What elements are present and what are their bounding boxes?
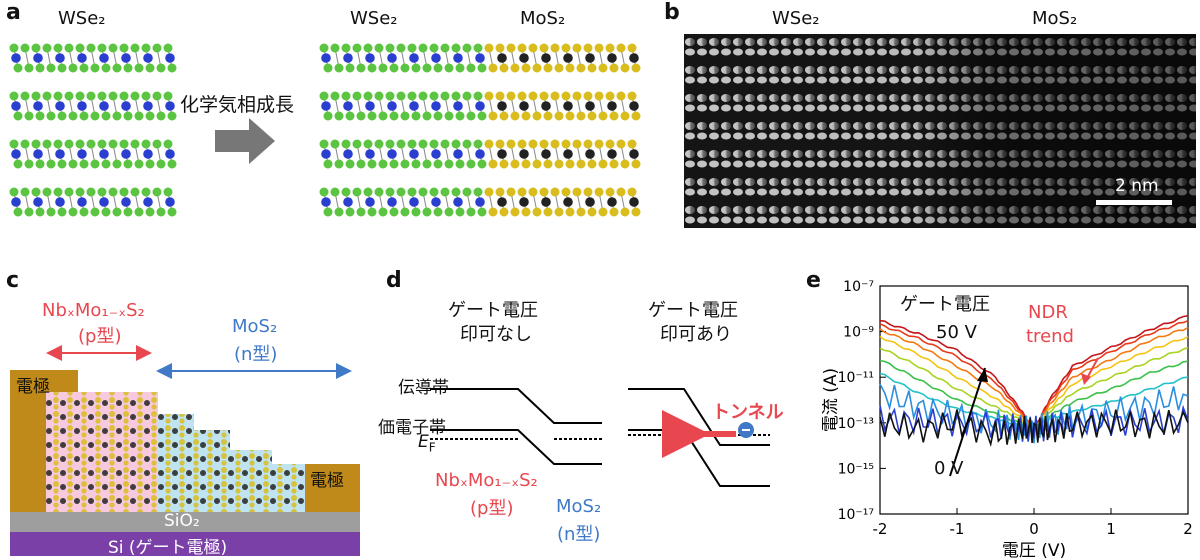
x-axis-label: 電圧 (V) [1002,541,1066,558]
stem-label-wse2: WSe₂ [772,8,820,29]
stem-image [684,34,1196,228]
y-tick-label: 10⁻⁹ [843,325,874,341]
y-tick-label: 10⁻¹⁷ [838,507,874,523]
cvd-growth-arrow [215,118,275,164]
x-tick-label: 1 [1106,520,1116,538]
gate-voltage-arrow [949,367,986,477]
x-tick-label: 2 [1183,520,1193,538]
band-right-title-1: ゲート電圧 [648,300,738,321]
electrode-left-label: 電極 [16,377,50,397]
band-right-title-2: 印可あり [660,324,732,345]
chart-label-50v: 50 V [936,322,977,343]
y-tick-label: 10⁻¹⁵ [838,461,874,477]
chart-label-0v: 0 V [934,458,964,479]
fermi-level-label: EF [418,432,436,454]
band-p-type: (p型) [470,498,514,519]
panel-a-right-title-mos2: MoS₂ [520,8,566,29]
x-tick-label: -2 [873,520,888,538]
wse2-crystal-structure [9,43,177,217]
band-n-type: (n型) [557,524,601,545]
y-tick-label: 10⁻¹³ [838,416,874,432]
band-diagram [430,388,770,487]
band-left-title-2: 印可なし [460,324,532,345]
panel-label-d: d [386,268,402,293]
ndr-arrowhead [1081,373,1091,385]
valence-band-label: 価電子帯 [378,418,446,438]
gate-voltage-arrowhead [977,368,988,382]
device-schematic [10,345,360,556]
y-tick-label: 10⁻⁷ [843,279,874,295]
y-axis-label: 電流 (A) [822,368,841,432]
n-type-label: (n型) [234,344,278,365]
cvd-arrow-label: 化学気相成長 [180,94,295,116]
wse2-mos2-heterostructure [319,43,641,217]
fermi-e: E [418,432,429,452]
iv-chart: 10⁻⁷ 10⁻⁹ 10⁻¹¹ 10⁻¹³ 10⁻¹⁵ 10⁻¹⁷-2 -1 0 1 2 電圧 (V… [822,279,1193,558]
band-p-material: NbₓMo₁₋ₓS₂ [435,470,538,491]
si-gate-label: Si (ゲート電極) [108,538,228,558]
fermi-sub: F [428,440,436,455]
p-type-material-label: NbₓMo₁₋ₓS₂ [42,300,145,321]
panel-label-a: a [6,0,21,25]
panel-a-right-title-wse2: WSe₂ [350,8,398,29]
p-type-label: (p型) [78,326,122,347]
band-left-title-1: ゲート電圧 [448,300,538,321]
sio2-label: SiO₂ [164,511,200,531]
electrode-right-label: 電極 [310,471,344,491]
panel-label-b: b [664,0,680,25]
tunnel-label: トンネル [712,402,784,423]
scale-bar-label: 2 nm [1115,176,1159,196]
stem-label-mos2: MoS₂ [1032,8,1078,29]
conduction-band-label: 伝導帯 [398,378,449,398]
panel-a-left-title: WSe₂ [58,8,106,29]
chart-gate-title: ゲート電圧 [900,294,990,315]
iv-series-line [879,383,1189,444]
band-n-material: MoS₂ [556,496,602,517]
panel-label-c: c [6,268,20,293]
n-type-material-label: MoS₂ [232,316,278,337]
chart-label-trend: trend [1026,326,1074,347]
iv-series-line [879,409,1189,448]
y-tick-label: 10⁻¹¹ [838,370,874,386]
x-tick-label: 0 [1029,520,1039,538]
x-tick-label: -1 [950,520,965,538]
panel-label-e: e [806,268,821,293]
chart-label-ndr: NDR [1028,302,1068,323]
